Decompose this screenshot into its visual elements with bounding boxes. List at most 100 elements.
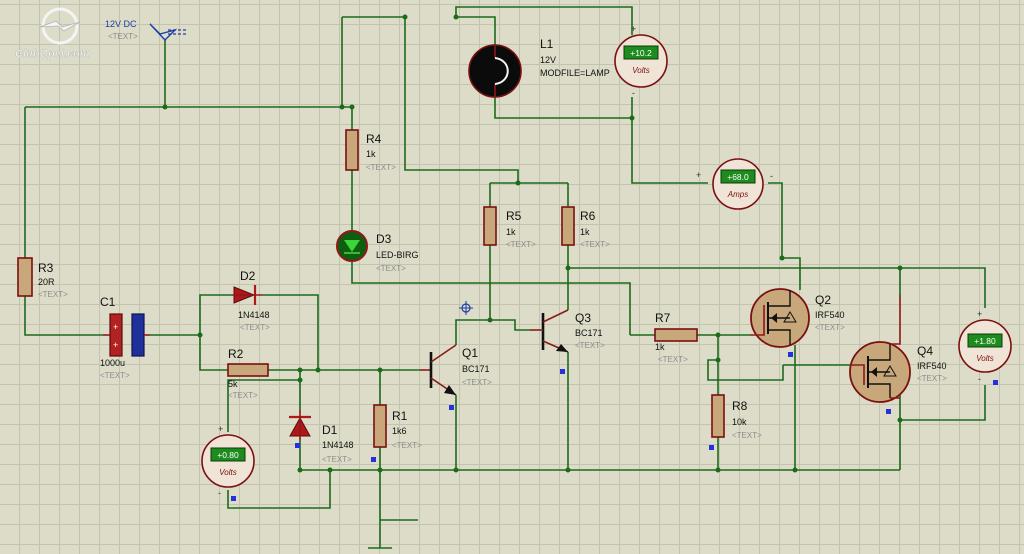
q4-ref: Q4: [917, 344, 933, 358]
c1-text: <TEXT>: [100, 371, 130, 380]
r1-text: <TEXT>: [392, 441, 422, 450]
r2-value: 5k: [228, 379, 238, 389]
q1-ref: Q1: [462, 346, 478, 360]
c1-value: 1000u: [100, 358, 125, 368]
c1-ref: C1: [100, 295, 116, 309]
r3-value: 20R: [38, 277, 55, 287]
clubopel-logo: ClubOpel.com: [15, 7, 90, 60]
meter-lamp-reading: +10.2: [630, 48, 652, 58]
r5-value: 1k: [506, 227, 516, 237]
mosfet-q4[interactable]: Q4 IRF540 <TEXT>: [849, 295, 947, 403]
d1-value: 1N4148: [322, 440, 354, 450]
q3-ref: Q3: [575, 311, 591, 325]
r8-ref: R8: [732, 399, 748, 413]
r5-text: <TEXT>: [506, 240, 536, 249]
l1-ref: L1: [540, 37, 554, 51]
q1-text: <TEXT>: [462, 378, 492, 387]
svg-text:+: +: [977, 309, 982, 319]
voltmeter-d1[interactable]: +0.80 Volts + -: [201, 424, 255, 498]
r4-value: 1k: [366, 149, 376, 159]
meter-amps-unit: Amps: [727, 190, 748, 199]
probe-marker[interactable]: [459, 301, 473, 315]
resistor-r2[interactable]: R2 5k <TEXT>: [227, 347, 269, 400]
led-d3[interactable]: D3 LED-BIRG <TEXT>: [336, 230, 419, 273]
logic-probes: [231, 352, 998, 501]
r6-text: <TEXT>: [580, 240, 610, 249]
supply-terminal[interactable]: 12V DC <TEXT>: [105, 19, 187, 42]
d3-value: LED-BIRG: [376, 250, 419, 260]
resistor-r7[interactable]: R7 1k <TEXT>: [654, 311, 698, 364]
d2-ref: D2: [240, 269, 256, 283]
q2-text: <TEXT>: [815, 323, 845, 332]
resistor-r8[interactable]: R8 10k <TEXT>: [711, 394, 762, 440]
l1-model: MODFILE=LAMP: [540, 68, 610, 78]
q3-text: <TEXT>: [575, 341, 605, 350]
mosfet-q2[interactable]: Q2 IRF540 <TEXT>: [750, 288, 845, 348]
q4-value: IRF540: [917, 361, 947, 371]
r8-text: <TEXT>: [732, 431, 762, 440]
svg-text:-: -: [218, 488, 221, 498]
r8-value: 10k: [732, 417, 747, 427]
ammeter-main[interactable]: +68.0 Amps + -: [696, 158, 773, 210]
l1-value: 12V: [540, 55, 556, 65]
r6-ref: R6: [580, 209, 596, 223]
r1-value: 1k6: [392, 426, 407, 436]
d2-value: 1N4148: [238, 310, 270, 320]
r7-value: 1k: [655, 342, 665, 352]
meter-q4-unit: Volts: [976, 354, 994, 363]
r7-text: <TEXT>: [658, 355, 688, 364]
voltmeter-q4[interactable]: +1.80 Volts + -: [958, 309, 1012, 384]
resistor-r5[interactable]: R5 1k <TEXT>: [483, 206, 536, 249]
r3-text: <TEXT>: [38, 290, 68, 299]
r7-ref: R7: [655, 311, 671, 325]
d1-ref: D1: [322, 423, 338, 437]
meter-lamp-unit: Volts: [632, 66, 650, 75]
meter-q4-reading: +1.80: [974, 336, 996, 346]
r1-ref: R1: [392, 409, 408, 423]
voltmeter-lamp[interactable]: +10.2 Volts + -: [614, 24, 668, 98]
svg-text:+: +: [696, 170, 701, 180]
supply-label: 12V DC: [105, 19, 137, 29]
diode-d2[interactable]: D2 1N4148 <TEXT>: [232, 269, 270, 332]
svg-text:-: -: [770, 171, 773, 181]
q2-ref: Q2: [815, 293, 831, 307]
q1-value: BC171: [462, 364, 490, 374]
d3-ref: D3: [376, 232, 392, 246]
meter-d1-unit: Volts: [219, 468, 237, 477]
wires: [24, 6, 986, 549]
r2-ref: R2: [228, 347, 244, 361]
q2-value: IRF540: [815, 310, 845, 320]
svg-text:+: +: [631, 24, 636, 34]
diode-d1[interactable]: D1 1N4148 <TEXT>: [289, 410, 354, 464]
q4-text: <TEXT>: [917, 374, 947, 383]
d2-text: <TEXT>: [240, 323, 270, 332]
meter-d1-reading: +0.80: [217, 450, 239, 460]
svg-text:-: -: [978, 374, 981, 384]
r4-ref: R4: [366, 132, 382, 146]
r4-text: <TEXT>: [366, 163, 396, 172]
r6-value: 1k: [580, 227, 590, 237]
resistor-r1[interactable]: R1 1k6 <TEXT>: [373, 404, 422, 450]
lamp-l1[interactable]: L1 12V MODFILE=LAMP: [468, 37, 610, 98]
junctions: [162, 14, 903, 473]
transistor-q1[interactable]: Q1 BC171 <TEXT>: [420, 344, 492, 396]
resistor-r6[interactable]: R6 1k <TEXT>: [561, 206, 610, 249]
supply-text: <TEXT>: [108, 32, 138, 41]
capacitor-c1[interactable]: + + C1 1000u <TEXT>: [100, 295, 150, 380]
resistor-r3[interactable]: R3 20R <TEXT>: [17, 257, 68, 299]
q3-value: BC171: [575, 328, 603, 338]
svg-text:-: -: [632, 88, 635, 98]
r3-ref: R3: [38, 261, 54, 275]
svg-text:+: +: [113, 340, 118, 350]
transistor-q3[interactable]: Q3 BC171 <TEXT>: [530, 309, 605, 353]
svg-text:+: +: [218, 424, 223, 434]
svg-text:+: +: [113, 322, 118, 332]
r2-text: <TEXT>: [228, 391, 258, 400]
d3-text: <TEXT>: [376, 264, 406, 273]
logo-text: ClubOpel.com: [15, 48, 90, 60]
resistor-r4[interactable]: R4 1k <TEXT>: [345, 129, 396, 172]
d1-text: <TEXT>: [322, 455, 352, 464]
meter-amps-reading: +68.0: [727, 172, 749, 182]
